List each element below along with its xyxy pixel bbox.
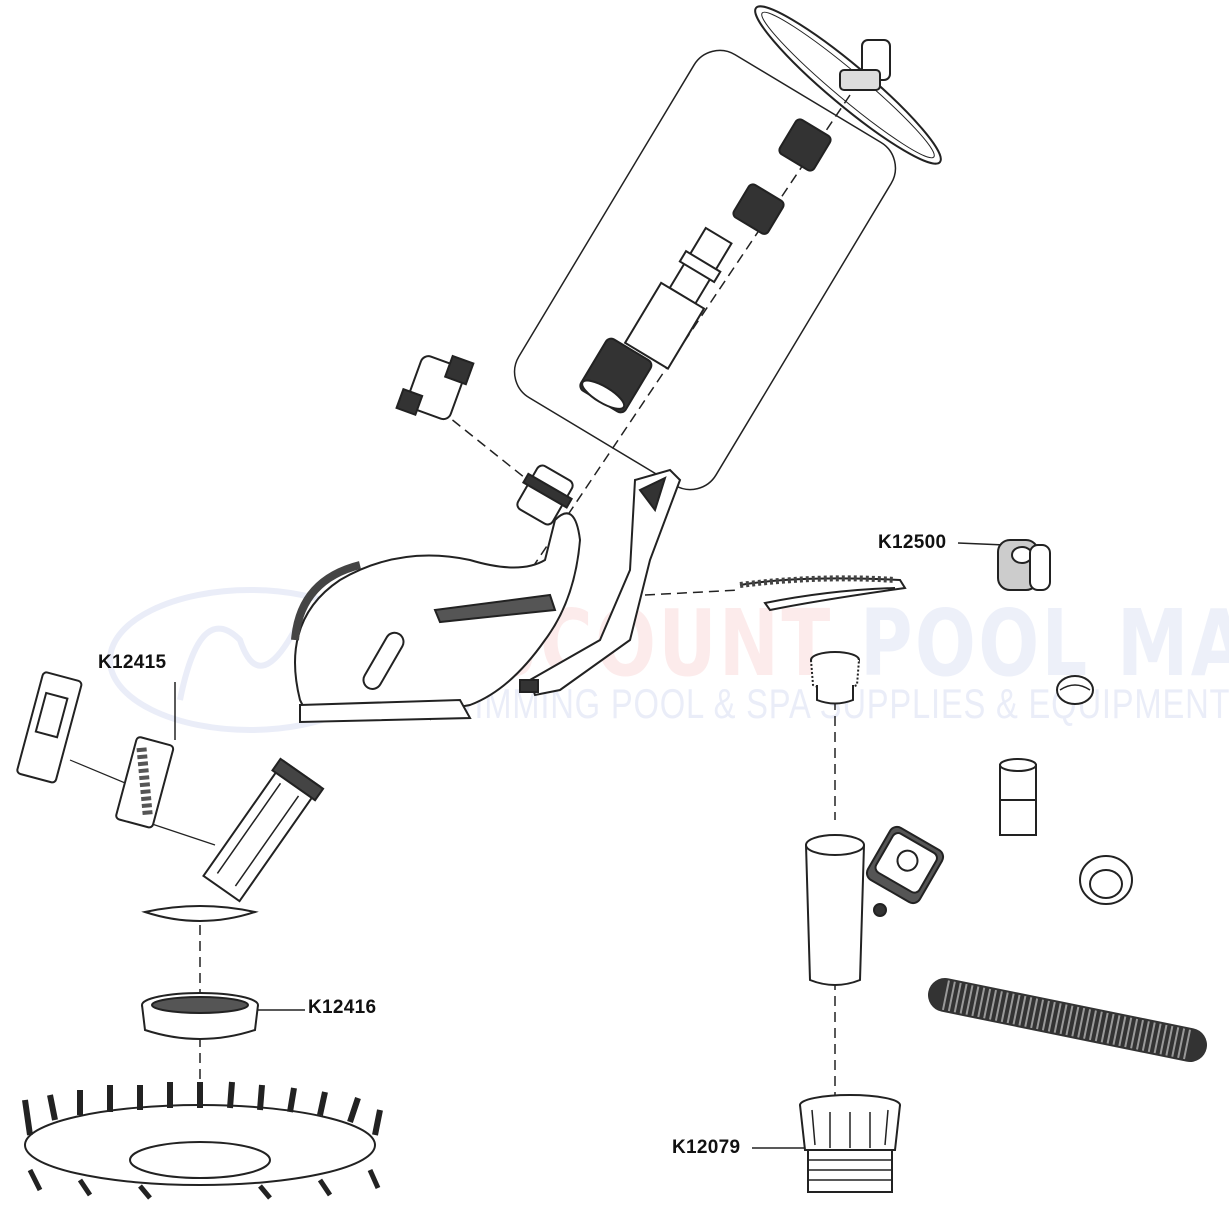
- cleaner-arm: [519, 468, 682, 697]
- tee-valve: [805, 825, 945, 986]
- skirt: [22, 1081, 383, 1200]
- part-k12500-throat: [957, 539, 1051, 591]
- small-cone: [1056, 675, 1094, 705]
- hose-assembly-group-box: [513, 49, 897, 491]
- label-k12500: K12500: [878, 532, 947, 553]
- deflector-wheel: [754, 5, 942, 165]
- body-coupler: [516, 464, 574, 526]
- part-k12416-ring: [141, 992, 305, 1040]
- hose-section: [928, 978, 1207, 1062]
- label-k12415: K12415: [98, 652, 167, 673]
- label-k12416: K12416: [308, 997, 377, 1018]
- label-k12079: K12079: [672, 1137, 741, 1158]
- cleaner-body: [291, 512, 582, 724]
- o-ring: [1079, 855, 1133, 905]
- foot-pipe: [141, 757, 325, 922]
- hose-assembly: [579, 118, 832, 414]
- wing-strap: [739, 575, 907, 612]
- part-k12415-filter: [16, 671, 176, 829]
- hose-cuff: [810, 651, 860, 705]
- watermark-brand-blue: POOL MART: [859, 590, 1229, 697]
- hose-adapter: [999, 758, 1037, 836]
- swivel-coupler: [395, 354, 475, 421]
- part-k12079-connector: [752, 1094, 901, 1193]
